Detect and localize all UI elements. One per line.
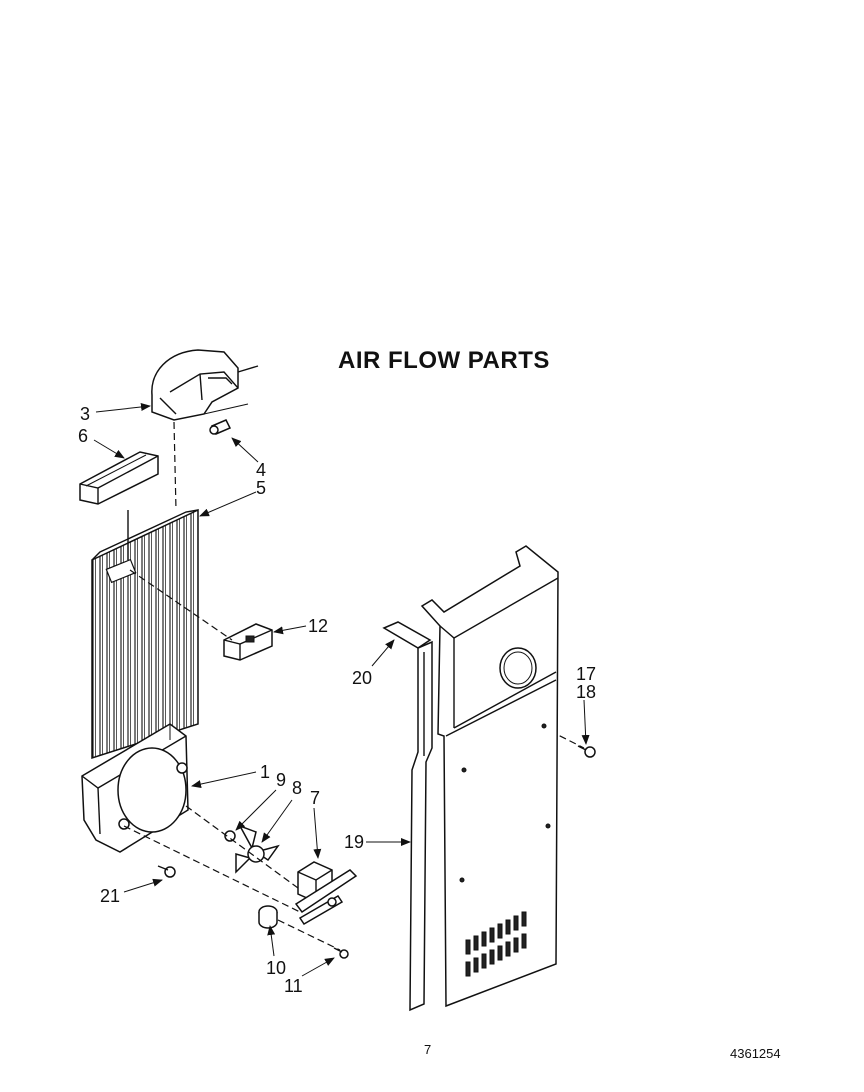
part-10-grommet	[258, 905, 278, 929]
callout-numbers: 3 6 4 5 12 1 9 8 7 21 10 11 20 19 17 18	[78, 404, 596, 996]
air-flow-back-cover	[420, 545, 559, 1008]
part-5-evaporator-cover	[91, 508, 199, 760]
callout-19: 19	[344, 832, 364, 852]
callout-5: 5	[256, 478, 266, 498]
part-6-grille	[79, 451, 159, 505]
part-8-fan-blade	[235, 824, 280, 874]
part-7-fan-motor	[294, 861, 358, 926]
callout-1: 1	[260, 762, 270, 782]
diagram-title: AIR FLOW PARTS	[338, 347, 550, 374]
document-number: 4361254	[730, 1046, 781, 1061]
callout-17: 17	[576, 664, 596, 684]
callout-20: 20	[352, 668, 372, 688]
callout-21: 21	[100, 886, 120, 906]
part-3-duct	[151, 349, 259, 421]
vent-slots	[465, 911, 527, 977]
callout-11: 11	[284, 976, 303, 996]
callout-12: 12	[308, 616, 328, 636]
part-17-18-screw	[577, 745, 596, 758]
callout-3: 3	[80, 404, 90, 424]
callout-4: 4	[256, 460, 266, 480]
part-19-side-panel	[409, 640, 433, 1012]
part-11-screw	[333, 947, 349, 959]
part-12-bracket	[223, 623, 273, 661]
part-1-fan-shroud	[81, 723, 189, 853]
page-number: 7	[424, 1042, 431, 1057]
leader-arrows	[93, 403, 590, 977]
assembly-lines	[123, 421, 585, 951]
callout-6: 6	[78, 426, 88, 446]
part-20-strip	[382, 621, 432, 649]
callout-18: 18	[576, 682, 596, 702]
callout-9: 9	[276, 770, 286, 790]
part-4-screw	[209, 419, 232, 435]
part-21-screw	[157, 865, 176, 878]
part-9-nut	[224, 830, 236, 842]
callout-10: 10	[266, 958, 286, 978]
callout-7: 7	[310, 788, 320, 808]
callout-8: 8	[292, 778, 302, 798]
